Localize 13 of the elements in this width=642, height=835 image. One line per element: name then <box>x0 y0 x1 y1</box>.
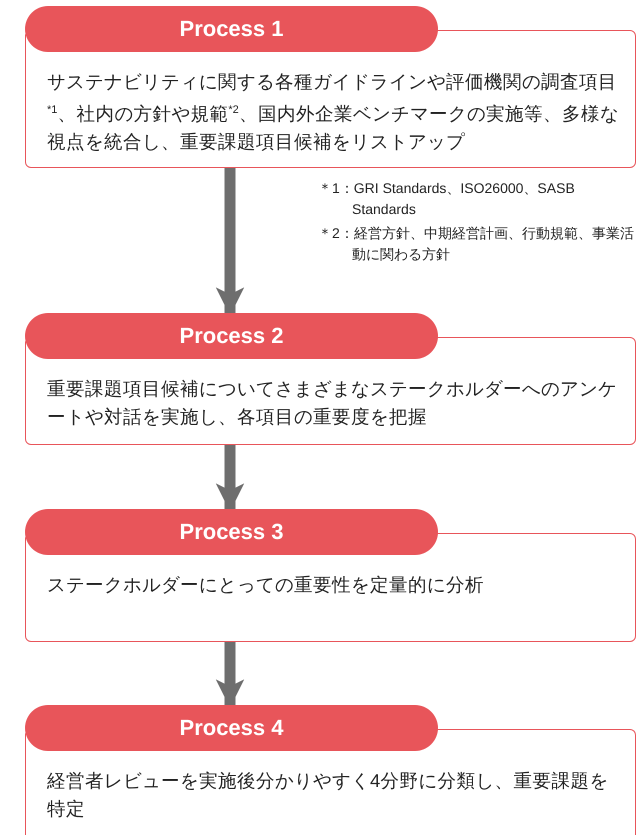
footnote: ＊2：経営方針、中期経営計画、行動規範、事業活動に関わる方針 <box>318 224 635 264</box>
arrow <box>216 168 244 316</box>
process-heading: Process 3 <box>25 509 438 555</box>
process-description: 重要課題項目候補についてさまざまなステークホルダーへのアンケートや対話を実施し、各項目の重要度を把握 <box>47 377 618 429</box>
process-heading: Process 4 <box>25 705 438 751</box>
process-description: サステナビリティに関する各種ガイドラインや評価機関の調査項目$^{*1}$、社内の方針や規範$^{*2}$、国内外企業ベンチマークの実施等、多様な視点を統合し、重要課題項目候補をリストアップ <box>47 70 620 154</box>
footnote: ＊1：GRI Standards、ISO26000、SASB Standards <box>318 179 576 219</box>
process-description: 経営者レビューを実施後分かりやすく4分野に分類し、重要課題を特定 <box>47 769 610 821</box>
process-description: ステークホルダーにとっての重要性を定量的に分析 <box>47 573 485 597</box>
arrow <box>216 445 244 512</box>
arrow <box>216 642 244 708</box>
process-heading: Process 2 <box>25 313 438 359</box>
process-heading: Process 1 <box>25 6 438 52</box>
